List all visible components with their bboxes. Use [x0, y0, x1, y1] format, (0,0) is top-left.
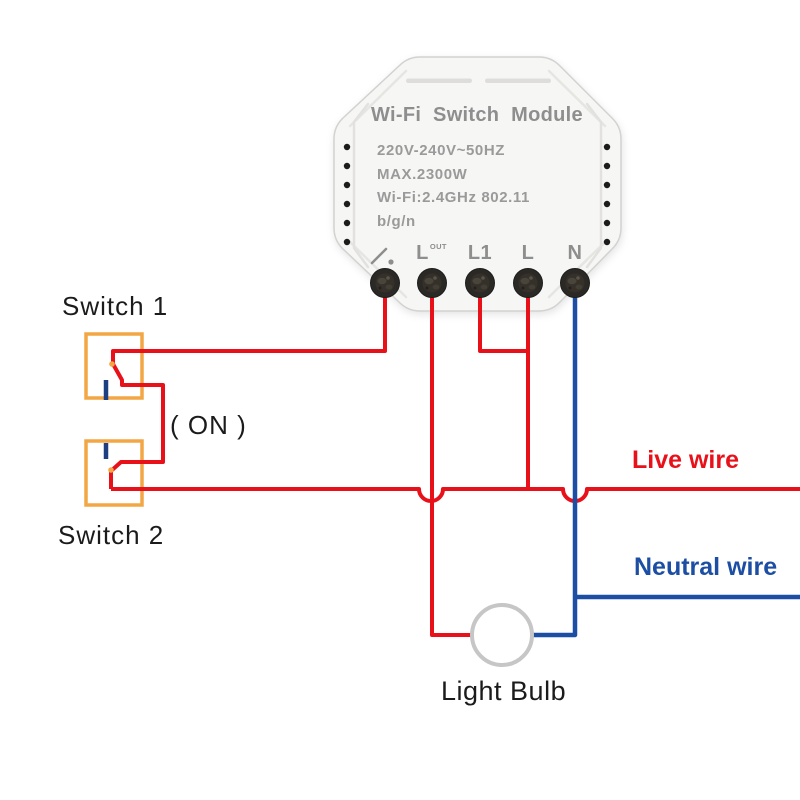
module-title: Wi-Fi Switch Module: [371, 104, 583, 126]
switch-loop-wire: [109, 284, 387, 489]
vent-dot: [343, 162, 351, 170]
terminal-label-n: N: [567, 242, 583, 264]
lout-to-bulb-wire: [430, 284, 472, 637]
terminal-label-l: L: [521, 242, 535, 264]
terminal-screw-n: [560, 268, 590, 298]
module-specs: 220V-240V~50HZ MAX.2300W Wi-Fi:2.4GHz 80…: [377, 139, 530, 233]
switch2-pivot-dot: [108, 467, 114, 473]
neutral-wire-label: Neutral wire: [634, 553, 778, 581]
module-spec-line: MAX.2300W: [377, 165, 468, 183]
side-groove-right: [585, 102, 603, 269]
vent-dot: [343, 181, 351, 189]
vent-dot: [343, 143, 351, 151]
vent-dot: [603, 238, 611, 246]
vent-dot: [603, 162, 611, 170]
vent-dot: [603, 219, 611, 227]
neutral-feed-wire: [532, 284, 578, 638]
module-spec-line: Wi-Fi:2.4GHz 802.11: [377, 189, 530, 206]
live-wire-label: Live wire: [632, 446, 739, 474]
vent-dot: [603, 200, 611, 208]
live-wire: [111, 487, 800, 503]
vent-dot: [603, 143, 611, 151]
light-bulb-label: Light Bulb: [441, 676, 567, 706]
side-groove-left: [352, 102, 370, 269]
terminal-label-l1: L1: [467, 242, 493, 264]
switch-lever-icon: [370, 247, 394, 265]
terminal-label-l-out: LOUT: [416, 242, 447, 264]
terminal-screw-l-out: [417, 268, 447, 298]
terminal-screw-l: [513, 268, 543, 298]
vent-slot-right: [485, 78, 551, 83]
switch1-label: Switch 1: [62, 291, 169, 321]
vent-dots-right: [603, 143, 611, 246]
vent-dot: [343, 238, 351, 246]
switch2-label: Switch 2: [58, 520, 165, 550]
switch2-box: [84, 439, 144, 507]
terminal-screw-switch: [370, 268, 400, 298]
l1-jumper-wire: [478, 284, 528, 353]
module-spec-line: 220V-240V~50HZ: [377, 142, 506, 159]
on-state-label: ( ON ): [170, 410, 247, 440]
bulb-circle: [470, 603, 534, 667]
vent-dot: [343, 200, 351, 208]
vent-dot: [343, 219, 351, 227]
switch1-pivot-dot: [109, 361, 115, 367]
vent-slot-left: [406, 78, 472, 83]
vent-dot: [603, 181, 611, 189]
module-body: [333, 56, 622, 312]
terminal-screw-l1: [465, 268, 495, 298]
module-spec-line: b/g/n: [377, 212, 416, 230]
vent-dots-left: [343, 143, 351, 246]
